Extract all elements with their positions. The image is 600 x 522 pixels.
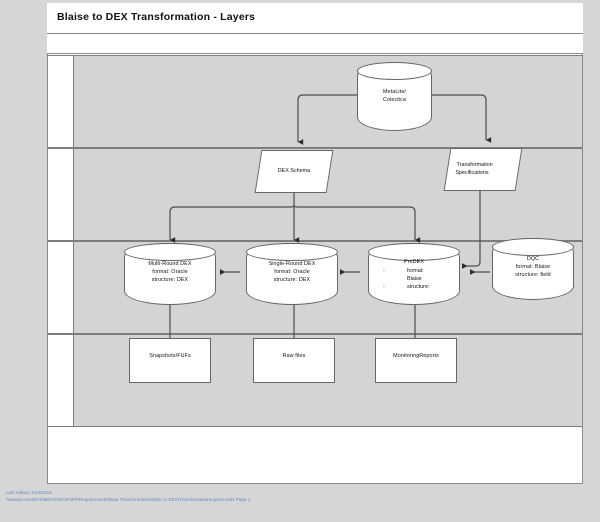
node-dqc-line3: structure: field bbox=[515, 272, 551, 278]
predex-bullet-1-cont: Blaise bbox=[407, 276, 422, 282]
node-dqc-line2: format: Blaise bbox=[515, 264, 551, 270]
node-dex-schema[interactable]: DEX Schema bbox=[254, 150, 334, 193]
node-metalite-line2: Colectica bbox=[382, 97, 407, 103]
predex-bullet-2-dash: - bbox=[383, 284, 385, 290]
node-transformation-specs-line1: Transformation bbox=[456, 162, 493, 168]
cylinder-top-predex bbox=[368, 243, 460, 261]
node-monitoring-reports[interactable]: MonitoringReports bbox=[375, 338, 457, 383]
node-multi-round-line3: structure: DEX bbox=[151, 277, 189, 283]
node-single-round-dex[interactable]: Single-Round DEX format: Oracle structur… bbox=[246, 243, 338, 305]
node-single-round-line2: format: Oracle bbox=[274, 269, 310, 275]
predex-bullet-1-cont-row: Blaise bbox=[369, 275, 459, 283]
node-metalite-colectica[interactable]: MetaLite/ Colectica bbox=[357, 62, 432, 131]
connector-specs-to-dqc-row bbox=[462, 191, 481, 269]
cylinder-top-single-round bbox=[246, 243, 338, 261]
swimlane-1-body bbox=[74, 56, 582, 147]
footer: Last edited: 4/24/2018 \\westat.com\DFS\… bbox=[6, 489, 426, 503]
title-subband bbox=[47, 34, 583, 54]
cylinder-top-multi-round bbox=[124, 243, 216, 261]
node-predex-bullets: - format: Blaise - structure: bbox=[369, 267, 459, 291]
node-snapshots-label: Snapshots/FUFs bbox=[149, 353, 191, 359]
node-single-round-line1: Single-Round DEX bbox=[268, 261, 316, 267]
connector-metalite-to-transformation-specs bbox=[432, 94, 492, 143]
title-band: Blaise to DEX Transformation - Layers bbox=[47, 3, 583, 34]
swimlane-3-header bbox=[48, 242, 74, 333]
footer-last-edited: Last edited: 4/24/2018 bbox=[6, 490, 52, 495]
node-predex-title: PreDEX bbox=[403, 259, 425, 265]
node-metalite-line1: MetaLite/ bbox=[382, 89, 407, 95]
connector-metalite-to-dex-schema bbox=[297, 94, 357, 145]
node-single-round-line3: structure: DEX bbox=[273, 277, 311, 283]
node-multi-round-line2: format: Oracle bbox=[152, 269, 188, 275]
connector-dex-schema-to-predex bbox=[293, 204, 421, 243]
predex-bullet-1: - format: bbox=[369, 267, 459, 275]
node-predex[interactable]: PreDEX - format: Blaise - structure: bbox=[368, 243, 460, 305]
node-dqc[interactable]: DQC format: Blaise structure: field bbox=[492, 238, 574, 300]
predex-bullet-2: - structure: bbox=[369, 283, 459, 291]
predex-bullet-1-text: format: bbox=[407, 268, 424, 274]
node-snapshots-fufs[interactable]: Snapshots/FUFs bbox=[129, 338, 211, 383]
node-raw-files[interactable]: Raw files bbox=[253, 338, 335, 383]
cylinder-top-dqc bbox=[492, 238, 574, 256]
node-raw-files-label: Raw files bbox=[282, 353, 306, 359]
swimlane-1 bbox=[48, 55, 582, 148]
swimlane-2-header bbox=[48, 149, 74, 240]
predex-bullet-2-text: structure: bbox=[407, 284, 430, 290]
node-transformation-specifications[interactable]: Transformation Specifications bbox=[443, 148, 523, 191]
swimlane-4-header bbox=[48, 335, 74, 426]
node-transformation-specs-line2: Specifications bbox=[455, 170, 489, 176]
connector-dex-schema-to-multi-round bbox=[169, 204, 295, 243]
node-dqc-line1: DQC bbox=[526, 256, 540, 262]
footer-file-path: \\westat.com\DFS\MDPS\OHJP\RP\Requiremen… bbox=[6, 497, 251, 502]
node-multi-round-dex[interactable]: Multi-Round DEX format: Oracle structure… bbox=[124, 243, 216, 305]
page-title: Blaise to DEX Transformation - Layers bbox=[57, 11, 256, 23]
node-dex-schema-label: DEX Schema bbox=[277, 168, 311, 174]
node-multi-round-line1: Multi-Round DEX bbox=[148, 261, 192, 267]
cylinder-top-metalite bbox=[357, 62, 432, 80]
node-monitoring-reports-label: MonitoringReports bbox=[393, 353, 439, 359]
swimlane-1-header bbox=[48, 56, 74, 147]
predex-bullet-1-dash: - bbox=[383, 268, 385, 274]
